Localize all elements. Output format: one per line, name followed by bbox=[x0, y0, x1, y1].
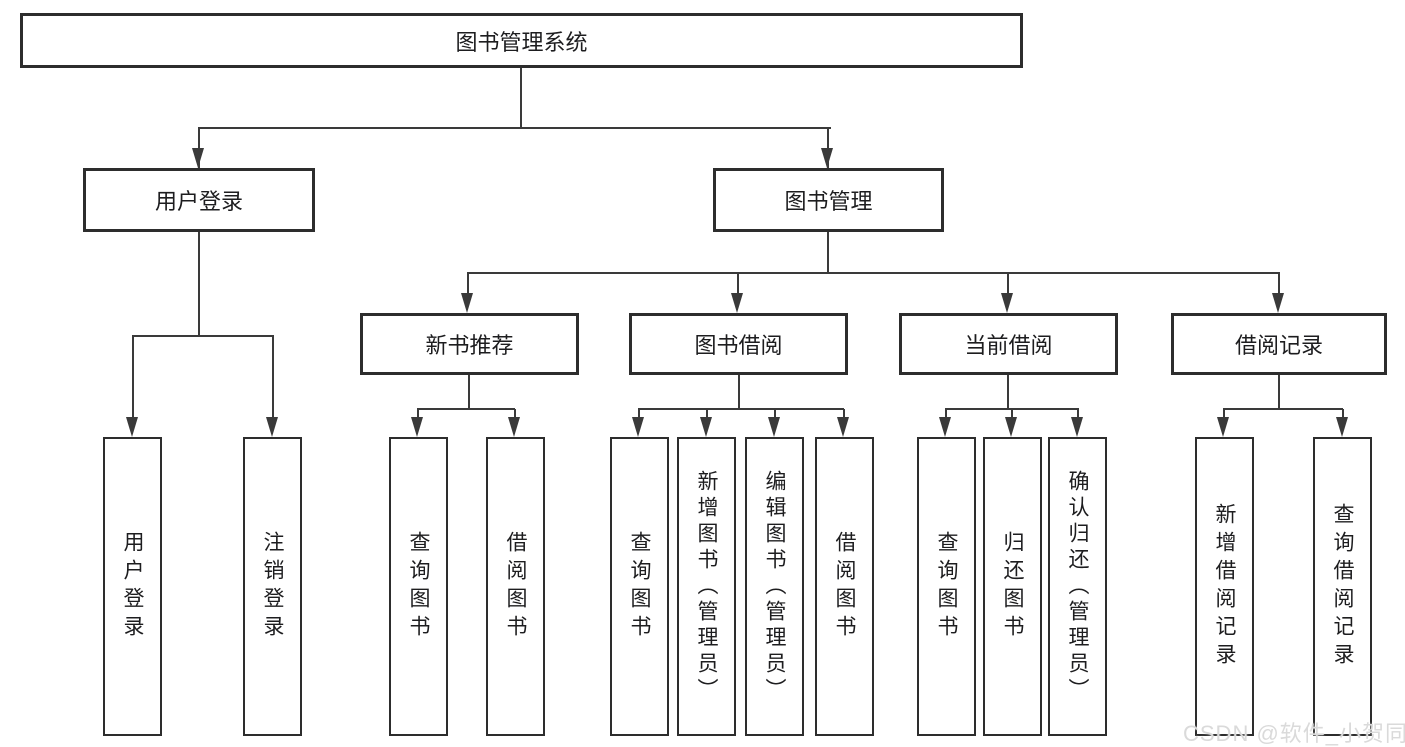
node-user-login: 用户登录 bbox=[83, 168, 315, 232]
arrowhead-down-icon bbox=[192, 148, 204, 168]
arrowhead-down-icon bbox=[266, 417, 278, 437]
connector-line bbox=[132, 335, 274, 337]
connector-line bbox=[198, 127, 831, 129]
connector-line bbox=[1278, 273, 1280, 293]
connector-line bbox=[1007, 273, 1009, 293]
connector-line bbox=[774, 409, 776, 417]
leaf-label: 借阅图书 bbox=[833, 530, 856, 643]
leaf-query-books-current: 查询图书 bbox=[917, 437, 976, 736]
leaf-label: 编辑图书（管理员） bbox=[763, 469, 786, 704]
arrowhead-down-icon bbox=[821, 148, 833, 168]
node-book-borrowing: 图书借阅 bbox=[629, 313, 848, 375]
leaf-label: 查询图书 bbox=[628, 530, 651, 643]
connector-line bbox=[468, 375, 470, 409]
node-library-system: 图书管理系统 bbox=[20, 13, 1023, 68]
node-borrowing-records: 借阅记录 bbox=[1171, 313, 1387, 375]
connector-line bbox=[1342, 409, 1344, 417]
leaf-label: 注销登录 bbox=[261, 530, 284, 643]
leaf-label: 确认归还（管理员） bbox=[1066, 469, 1089, 704]
arrowhead-down-icon bbox=[1336, 417, 1348, 437]
arrowhead-down-icon bbox=[731, 293, 743, 313]
connector-line bbox=[1223, 408, 1343, 410]
connector-line bbox=[827, 232, 829, 273]
connector-line bbox=[638, 409, 640, 417]
arrowhead-down-icon bbox=[508, 417, 520, 437]
connector-line bbox=[1011, 409, 1013, 417]
arrowhead-down-icon bbox=[411, 417, 423, 437]
connector-line bbox=[417, 409, 419, 417]
arrowhead-down-icon bbox=[837, 417, 849, 437]
arrowhead-down-icon bbox=[461, 293, 473, 313]
arrowhead-down-icon bbox=[1005, 417, 1017, 437]
connector-line bbox=[417, 408, 515, 410]
connector-line bbox=[198, 232, 200, 336]
connector-line bbox=[514, 409, 516, 417]
leaf-confirm-return-admin: 确认归还（管理员） bbox=[1048, 437, 1107, 736]
leaf-borrow-books: 借阅图书 bbox=[815, 437, 874, 736]
leaf-logout: 注销登录 bbox=[243, 437, 302, 736]
leaf-query-books-borrowing: 查询图书 bbox=[610, 437, 669, 736]
leaf-label: 查询借阅记录 bbox=[1331, 502, 1354, 671]
leaf-label: 查询图书 bbox=[407, 530, 430, 643]
connector-line bbox=[638, 408, 844, 410]
connector-line bbox=[272, 336, 274, 417]
node-book-management: 图书管理 bbox=[713, 168, 944, 232]
connector-line bbox=[1007, 375, 1009, 409]
leaf-borrow-books-recommend: 借阅图书 bbox=[486, 437, 545, 736]
leaf-label: 用户登录 bbox=[121, 530, 144, 643]
connector-line bbox=[520, 68, 522, 128]
connector-line bbox=[737, 273, 739, 293]
leaf-edit-books-admin: 编辑图书（管理员） bbox=[745, 437, 804, 736]
csdn-watermark: CSDN @软件_小贺同学 bbox=[1183, 721, 1405, 746]
leaf-label: 查询图书 bbox=[935, 530, 958, 643]
leaf-label: 新增借阅记录 bbox=[1213, 502, 1236, 671]
leaf-user-login: 用户登录 bbox=[103, 437, 162, 736]
connector-line bbox=[738, 375, 740, 409]
arrowhead-down-icon bbox=[1272, 293, 1284, 313]
arrowhead-down-icon bbox=[700, 417, 712, 437]
connector-line bbox=[467, 273, 469, 293]
arrowhead-down-icon bbox=[126, 417, 138, 437]
connector-line bbox=[467, 272, 1280, 274]
connector-line bbox=[843, 409, 845, 417]
arrowhead-down-icon bbox=[1001, 293, 1013, 313]
connector-line bbox=[1278, 375, 1280, 409]
leaf-label: 归还图书 bbox=[1001, 530, 1024, 643]
leaf-label: 借阅图书 bbox=[504, 530, 527, 643]
leaf-label: 新增图书（管理员） bbox=[695, 469, 718, 704]
connector-line bbox=[706, 409, 708, 417]
connector-line bbox=[132, 336, 134, 417]
leaf-query-borrow-record: 查询借阅记录 bbox=[1313, 437, 1372, 736]
connector-line bbox=[945, 409, 947, 417]
arrowhead-down-icon bbox=[768, 417, 780, 437]
arrowhead-down-icon bbox=[1071, 417, 1083, 437]
node-new-book-recommendation: 新书推荐 bbox=[360, 313, 579, 375]
leaf-return-books: 归还图书 bbox=[983, 437, 1042, 736]
leaf-query-books-recommend: 查询图书 bbox=[389, 437, 448, 736]
node-current-borrowing: 当前借阅 bbox=[899, 313, 1118, 375]
leaf-add-borrow-record: 新增借阅记录 bbox=[1195, 437, 1254, 736]
connector-line bbox=[1077, 409, 1079, 417]
arrowhead-down-icon bbox=[632, 417, 644, 437]
arrowhead-down-icon bbox=[1217, 417, 1229, 437]
connector-line bbox=[1223, 409, 1225, 417]
leaf-add-books-admin: 新增图书（管理员） bbox=[677, 437, 736, 736]
arrowhead-down-icon bbox=[939, 417, 951, 437]
